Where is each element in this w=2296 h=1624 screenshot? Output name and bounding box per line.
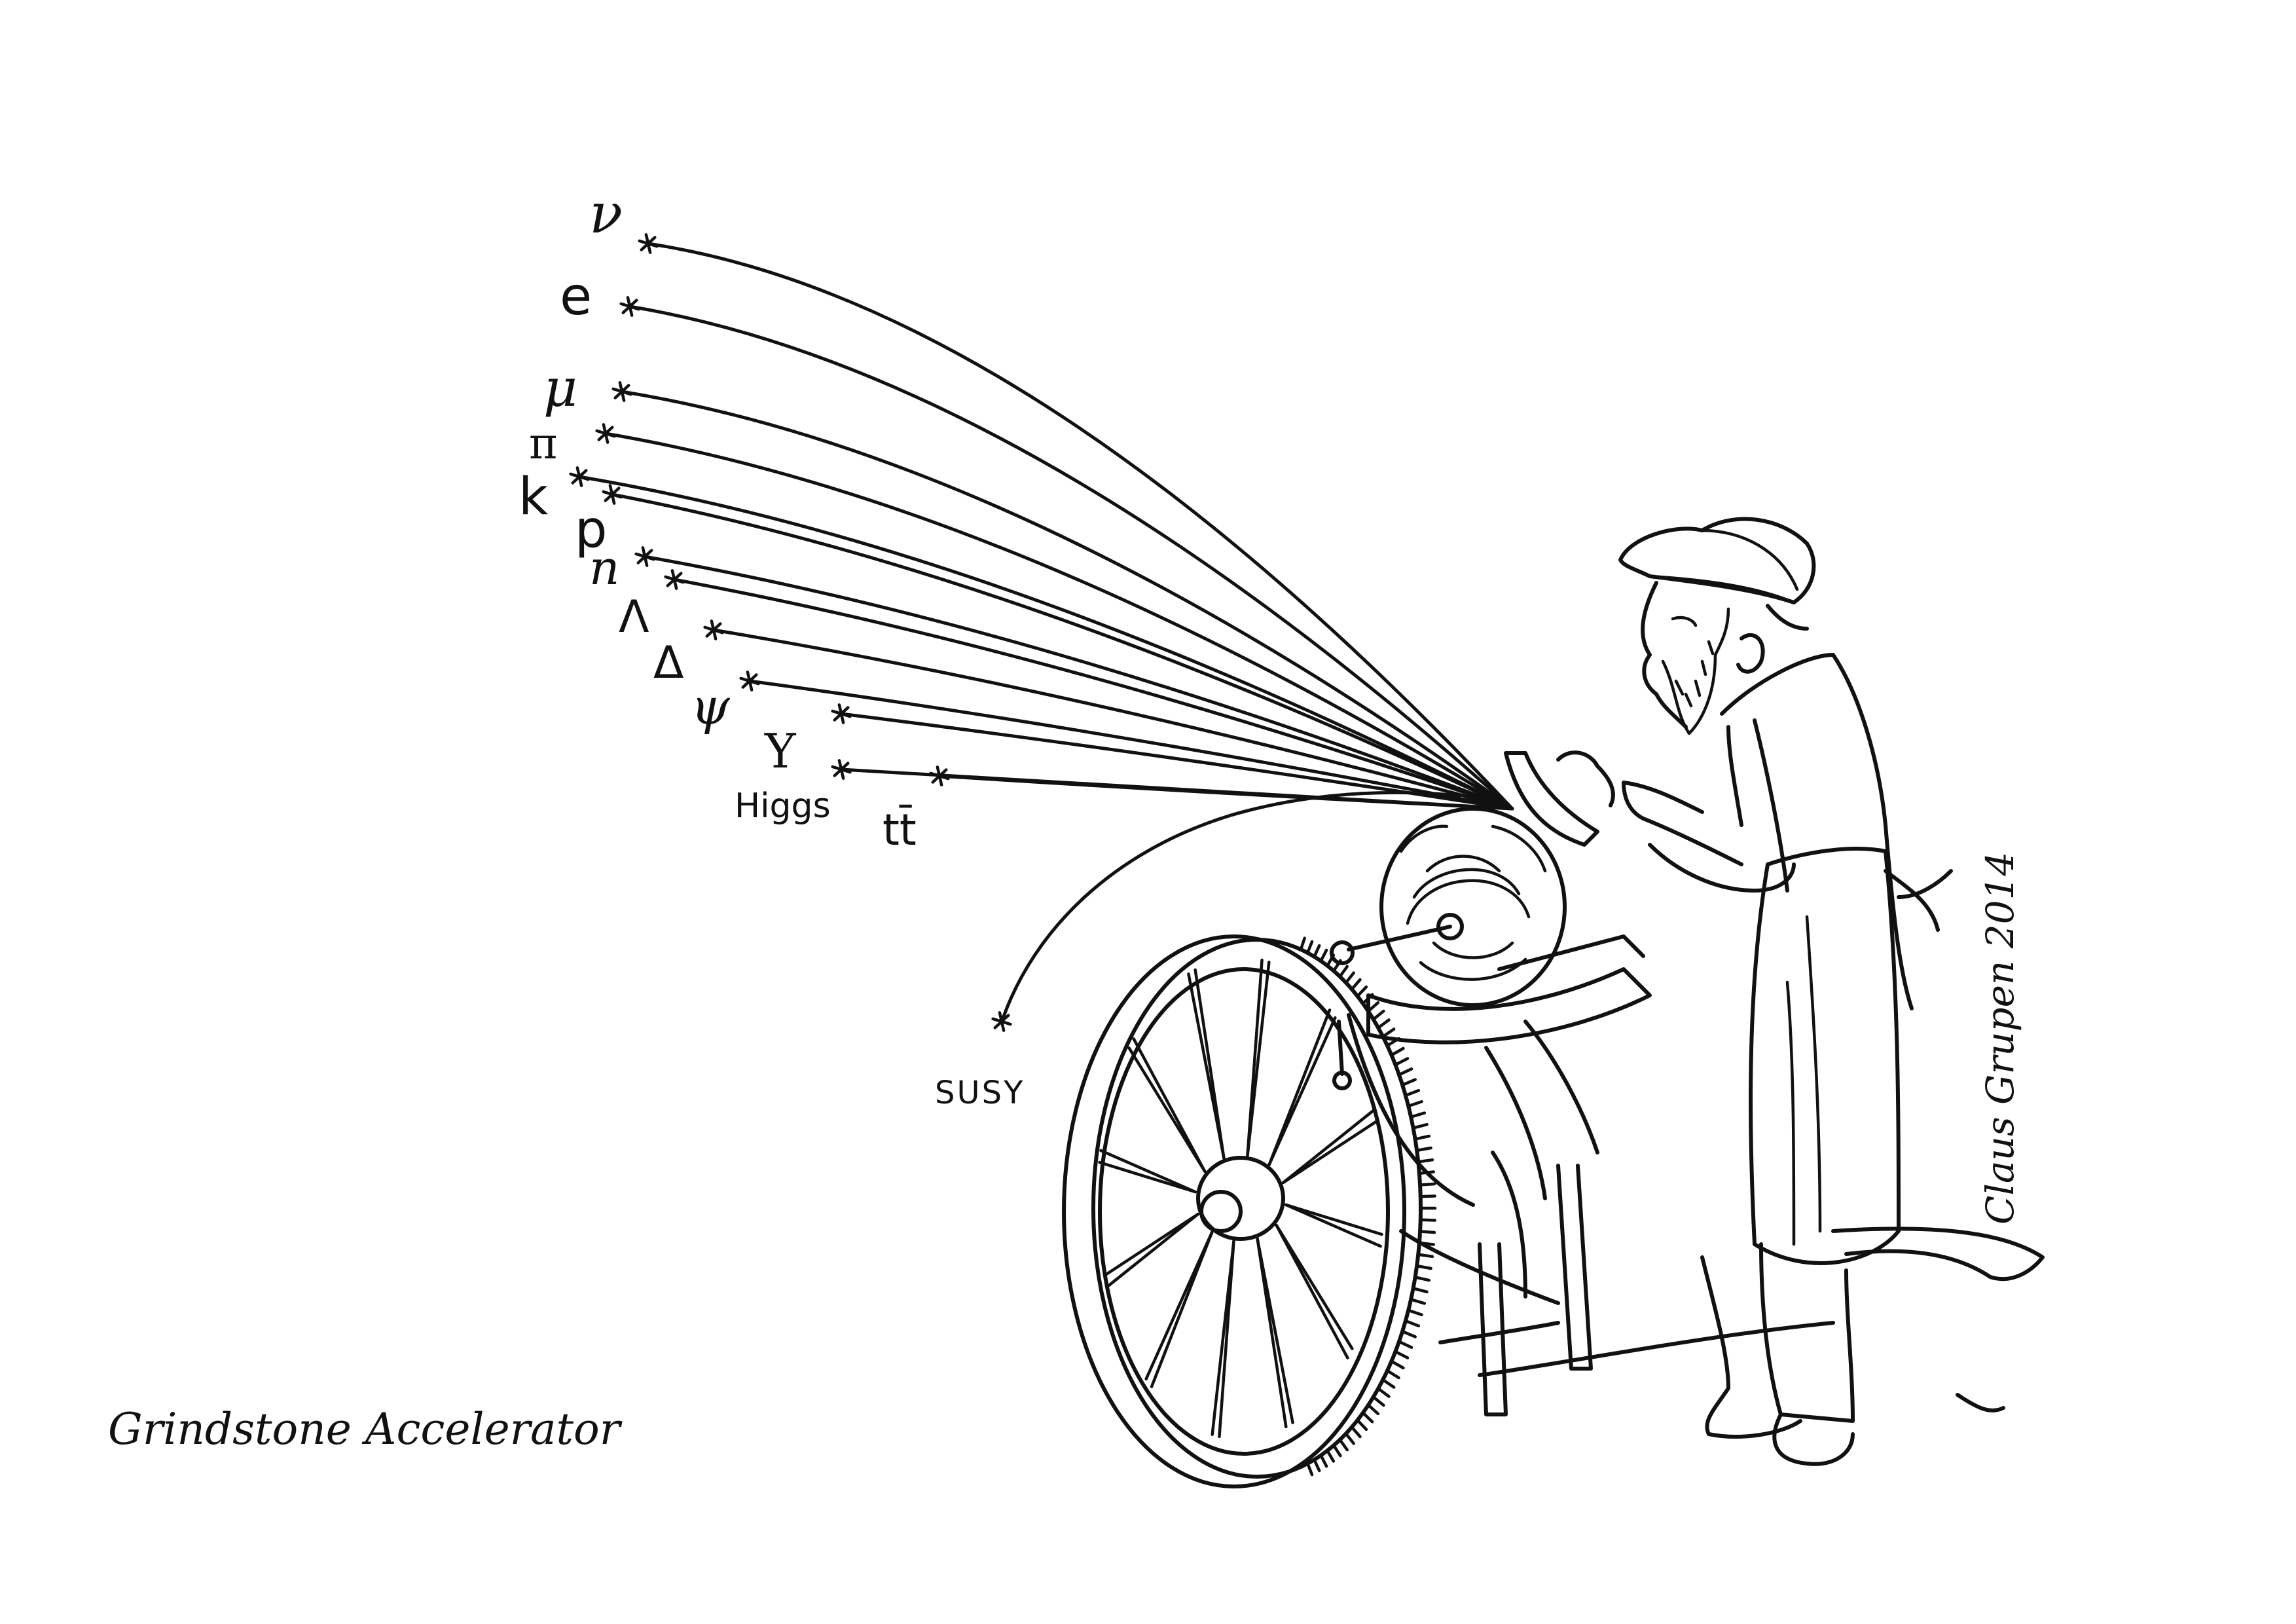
apron — [1749, 847, 1901, 1265]
star-lambda — [664, 569, 685, 590]
stone-axle — [1436, 913, 1464, 940]
particle-labels: ν e μ π k p n Λ Δ ψ Υ Higgs tt̄ SUSY — [519, 181, 1025, 1111]
ray-nu — [646, 242, 1514, 811]
ray-p — [610, 492, 1514, 811]
skid-board — [1831, 1227, 2045, 1282]
label-mu: μ — [543, 358, 577, 418]
ray-psi — [748, 679, 1514, 811]
star-psi — [739, 671, 760, 692]
wheel-hub — [1196, 1156, 1285, 1241]
beard — [1661, 607, 1730, 735]
label-psi: ψ — [691, 677, 731, 735]
torso — [1720, 653, 1914, 1010]
ray-ttbar — [938, 774, 1514, 811]
label-susy: SUSY — [935, 1075, 1025, 1111]
label-nu: ν — [589, 181, 623, 246]
caption: Grindstone Accelerator — [108, 1404, 623, 1454]
star-n — [634, 546, 655, 567]
star-p — [602, 484, 623, 505]
star-higgs — [831, 759, 852, 780]
star-nu — [638, 233, 659, 254]
ray-lambda — [672, 578, 1514, 811]
crank-rod — [1347, 925, 1452, 951]
crank-pivot — [1330, 940, 1355, 965]
craftsman-figure — [1504, 517, 1953, 1466]
star-upsilon — [831, 703, 852, 724]
trough — [1366, 967, 1652, 1044]
star-delta — [703, 619, 724, 640]
ray-pi — [604, 432, 1514, 811]
grinding-stone — [1379, 807, 1567, 1007]
label-delta: Δ — [653, 637, 684, 689]
star-mu — [611, 381, 632, 402]
grindstone-apparatus — [1062, 807, 2045, 1488]
label-p: p — [575, 500, 608, 559]
ray-e — [628, 304, 1514, 811]
star-e — [619, 296, 640, 317]
blade — [1504, 751, 1599, 847]
label-upsilon: Υ — [764, 724, 797, 779]
legs — [1759, 1242, 1855, 1423]
face — [1641, 581, 1688, 729]
star-pi — [595, 423, 616, 444]
label-k: k — [519, 468, 548, 526]
label-pi: π — [529, 418, 557, 469]
boots — [1705, 1386, 1802, 1439]
label-e: e — [560, 266, 592, 327]
label-lambda: Λ — [619, 591, 649, 643]
ray-delta — [712, 628, 1514, 811]
susy-track — [1001, 790, 1462, 1020]
stone-guard — [1497, 934, 1645, 971]
gear-teeth — [1299, 936, 1437, 1477]
label-n: n — [589, 540, 619, 595]
ray-n — [643, 555, 1514, 811]
hand — [1556, 750, 1615, 807]
signature: Claus Grupen 2014 — [1978, 852, 2022, 1225]
ray-mu — [620, 390, 1514, 811]
wheel-spokes — [1098, 958, 1383, 1439]
label-higgs: Higgs — [735, 786, 831, 826]
ray-k — [577, 475, 1514, 811]
label-ttbar: tt̄ — [883, 805, 917, 855]
arm — [1622, 781, 1743, 866]
drive-wheel-rim — [1062, 934, 1406, 1488]
star-k — [569, 466, 590, 487]
star-ttbar — [929, 766, 950, 786]
particle-markers — [569, 233, 1012, 1032]
stone-texture — [1399, 824, 1547, 981]
star-susy — [991, 1011, 1012, 1032]
